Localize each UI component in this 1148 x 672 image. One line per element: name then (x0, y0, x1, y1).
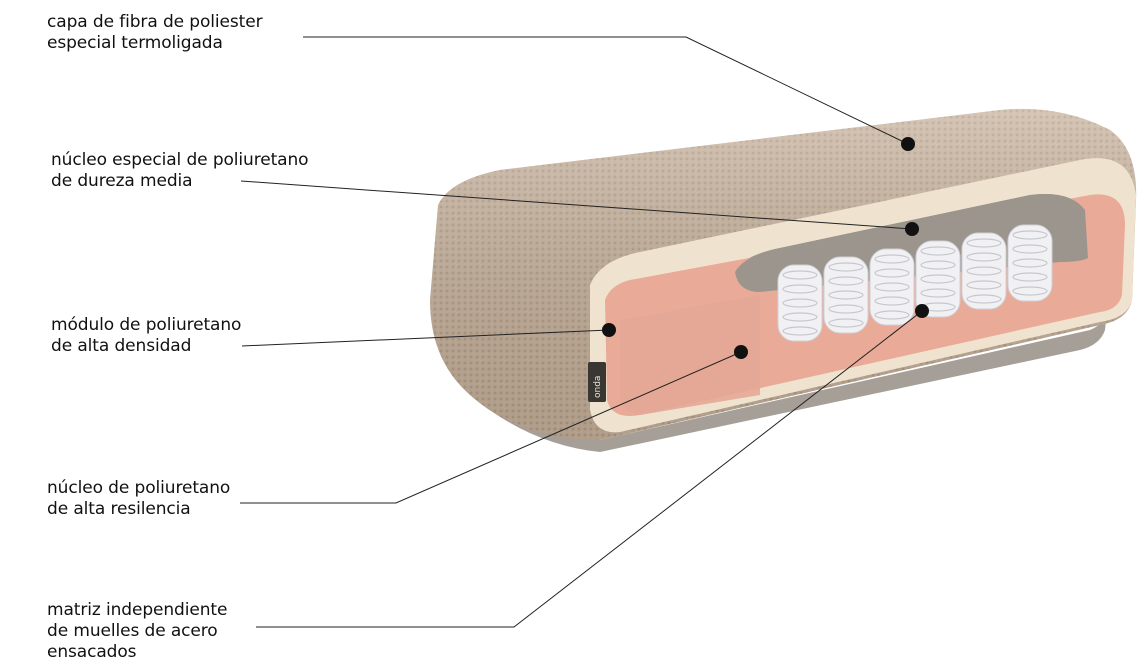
dot-nucleo-hr (734, 345, 748, 359)
brand-tag: onda (588, 362, 606, 402)
label-nucleo-especial-line-2: de dureza media (51, 171, 308, 192)
label-modulo-line-2: de alta densidad (51, 336, 241, 357)
label-nucleo-especial-line-1: núcleo especial de poliuretano (51, 150, 308, 171)
label-muelles-line-2: de muelles de acero (47, 621, 227, 642)
leader-line-fibra (303, 37, 908, 144)
dot-fibra (901, 137, 915, 151)
label-modulo: módulo de poliuretano de alta densidad (51, 315, 241, 357)
label-nucleo-hr-line-2: de alta resilencia (47, 499, 230, 520)
label-nucleo-hr-line-1: núcleo de poliuretano (47, 478, 230, 499)
label-nucleo-especial: núcleo especial de poliuretano de dureza… (51, 150, 308, 192)
dot-modulo (602, 323, 616, 337)
brand-tag-text: onda (593, 376, 603, 398)
label-muelles-line-1: matriz independiente (47, 600, 227, 621)
label-fibra-line-1: capa de fibra de poliester (47, 12, 262, 33)
label-muelles-line-3: ensacados (47, 642, 227, 663)
label-muelles: matriz independiente de muelles de acero… (47, 600, 227, 663)
label-nucleo-hr: núcleo de poliuretano de alta resilencia (47, 478, 230, 520)
label-fibra: capa de fibra de poliester especial term… (47, 12, 262, 54)
dot-muelles (915, 304, 929, 318)
dot-nucleo-especial (905, 222, 919, 236)
label-modulo-line-1: módulo de poliuretano (51, 315, 241, 336)
label-fibra-line-2: especial termoligada (47, 33, 262, 54)
